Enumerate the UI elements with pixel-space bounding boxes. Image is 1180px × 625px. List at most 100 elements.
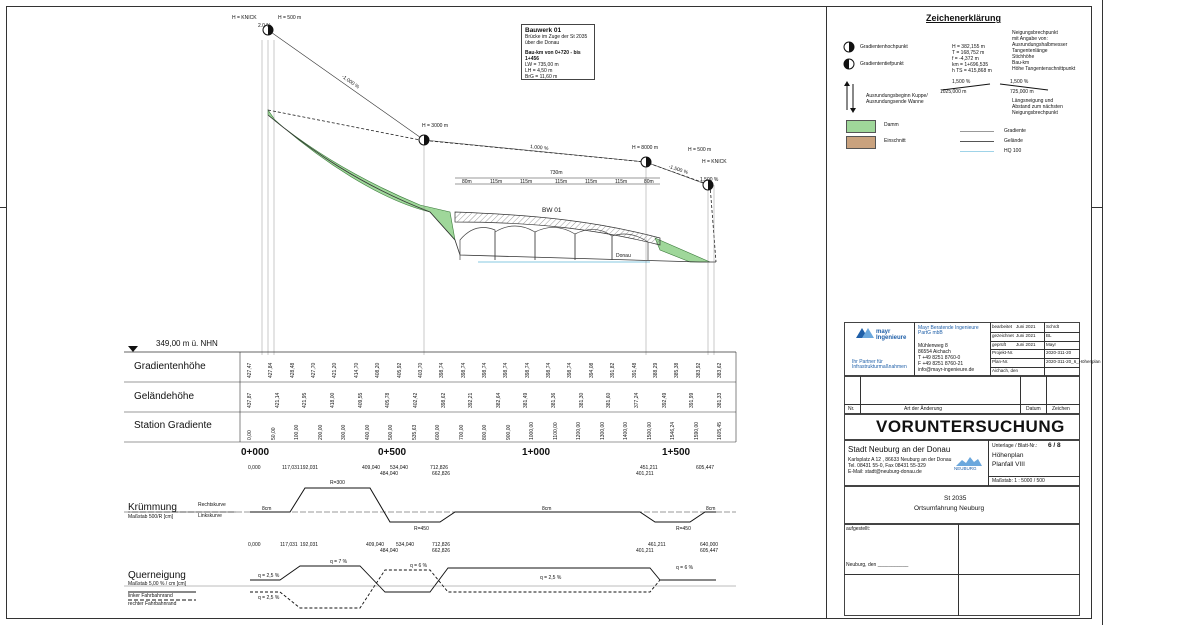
crossfall-left (250, 565, 716, 593)
querneigung-scale: Maßstab 5,00 % / cm [cm] (128, 581, 187, 587)
span-total: 730m (550, 170, 563, 176)
terrain-value: 382,64 (495, 392, 502, 408)
unterlage-label: Unterlage / Blatt-Nr.: (992, 443, 1038, 449)
legend-param: km = 1+696,535 (952, 62, 989, 68)
river-label: Donau (616, 253, 631, 259)
station-value: 400,00 (364, 424, 371, 440)
bridge-arches (459, 225, 649, 260)
kruemmung-station: 409,040 (362, 465, 381, 471)
review-k: Projekt-Nr. (992, 350, 1014, 356)
project-line1: St 2035 (944, 495, 967, 502)
querneigung-station: 484,040 (380, 548, 399, 554)
changes-zeichen: Zeichen (1052, 406, 1070, 412)
point-label-1b: H = 500 m (278, 15, 302, 21)
legend-beginn: Ausrundungsbeginn Kuppe/ (866, 93, 928, 99)
gradient-value: 388,29 (652, 362, 659, 378)
station-value: 700,00 (458, 424, 465, 440)
changes-block (844, 376, 1080, 414)
legend-param-desc-line: mit Angabe von: (1012, 36, 1048, 42)
signature-block (844, 524, 1080, 616)
kruemmung-r450a: R=450 (414, 526, 429, 532)
querneigung-station: 117,031 (280, 542, 298, 548)
gradient-value: 383,92 (695, 362, 702, 378)
row-station: Station Gradiente (134, 420, 212, 431)
station-value: 1100,00 (552, 422, 559, 440)
legend-gelaende-line (960, 141, 994, 142)
gradient-value: 383,62 (717, 362, 723, 378)
review-row-line (990, 331, 1080, 333)
legend-einschnitt: Einschnitt (884, 138, 906, 144)
gradient-value: 427,84 (268, 362, 275, 378)
changes-art: Art der Änderung (904, 406, 943, 412)
review-d: Juni 2021 (1016, 332, 1036, 338)
company-address-line: F +49 8251 8760-21 (918, 361, 964, 367)
kruemmung-scale: Maßstab 500/R [cm] (128, 514, 174, 520)
station-value: 800,00 (482, 424, 488, 440)
gradient-value: 428,48 (289, 362, 296, 378)
legend-slope1b: 1025,000 m (940, 89, 967, 95)
review-k: bearbeitet (992, 324, 1013, 329)
review-k: Aichach, den (992, 368, 1019, 373)
bauwerk-desc1: Brücke im Zuge der St 2035 (525, 34, 588, 40)
bauwerk-box: Bauwerk 01 Brücke im Zuge der St 2035 üb… (521, 24, 595, 80)
kruemmung-station: 484,040 (380, 471, 399, 477)
terrain-value: 392,21 (468, 392, 475, 408)
station-value: 1400,00 (623, 421, 629, 440)
kruemmung-r450b: R=450 (676, 526, 691, 532)
client-address-line: E-Mail: stadt@neuburg-donau.de (848, 469, 922, 475)
station-value: 900,00 (505, 424, 512, 440)
querneigung-station: 534,040 (396, 542, 415, 548)
company-address-line: Mühlenweg 8 (918, 343, 948, 349)
span-3: 115m (520, 179, 533, 185)
terrain-value: 398,62 (440, 392, 447, 408)
gradient-value: 391,48 (631, 362, 638, 378)
station-value: 1300,00 (599, 421, 606, 440)
review-n: Mayr (1046, 341, 1056, 347)
review-d: Juni 2021 (1016, 324, 1036, 329)
gradient-value: 408,20 (375, 362, 382, 378)
legend-slope-desc-line: Abstand zum nächsten (1012, 104, 1063, 110)
span-2: 115m (490, 179, 503, 185)
legend-hq: HQ 100 (1004, 148, 1022, 154)
legend-param-desc-line: Höhe Tangentenschnittpunkt (1012, 66, 1076, 72)
bauwerk-b: BrG = 11,60 m (525, 74, 558, 80)
station-value: 600,00 (435, 424, 441, 440)
changes-nr: Nr. (848, 406, 855, 412)
querneigung-station: 712,826 (432, 542, 451, 548)
gradient-value: 398,74 (460, 362, 467, 378)
kruemmung-8cm-c: 8cm (706, 506, 716, 512)
kruemmung-station: 192,031 (300, 465, 319, 471)
reference-level: 349,00 m ü. NHN (156, 339, 218, 348)
qn-label-3: q = 6 % (410, 563, 428, 569)
gradient-value: 398,74 (567, 362, 574, 378)
station-value: 1590,00 (693, 421, 700, 440)
curvature-line (250, 487, 716, 523)
aufgestellt: aufgestellt: (846, 526, 871, 532)
terrain-value: 381,60 (606, 392, 613, 408)
bauwerk-desc2: über die Donau (525, 40, 560, 46)
gradient-value: 398,74 (503, 362, 510, 378)
bauwerk-title: Bauwerk 01 (525, 27, 562, 34)
legend-slope-symbols (941, 83, 1049, 91)
blatt-number: 6 / 8 (1048, 442, 1061, 449)
kruemmung-8cm-a: 8cm (262, 506, 272, 512)
querneigung-station: 605,447 (700, 548, 719, 554)
terrain-value: 409,55 (357, 392, 364, 408)
station-value: 1200,00 (576, 421, 582, 440)
span-1: 80m (462, 179, 472, 185)
terrain-value: 421,95 (302, 392, 309, 408)
span-4: 115m (555, 179, 568, 185)
point-label-1: H = KNICK (232, 15, 257, 21)
km-mark-500: 0+500 (378, 447, 407, 458)
legend-param: H = 382,155 m (952, 44, 985, 50)
drawing-frame (6, 6, 1092, 619)
client-address: Karlsplatz A 12 , 86633 Neuburg an der D… (848, 457, 951, 475)
qn-label-4: q = 2,5 % (540, 575, 562, 581)
legend-param: T = 168,752 m (952, 50, 985, 56)
kruemmung-station: 605,447 (696, 465, 715, 471)
station-value: 50,00 (270, 427, 277, 440)
review-n: BL (1046, 332, 1052, 338)
querneigung-station: 640,000 (700, 542, 719, 548)
